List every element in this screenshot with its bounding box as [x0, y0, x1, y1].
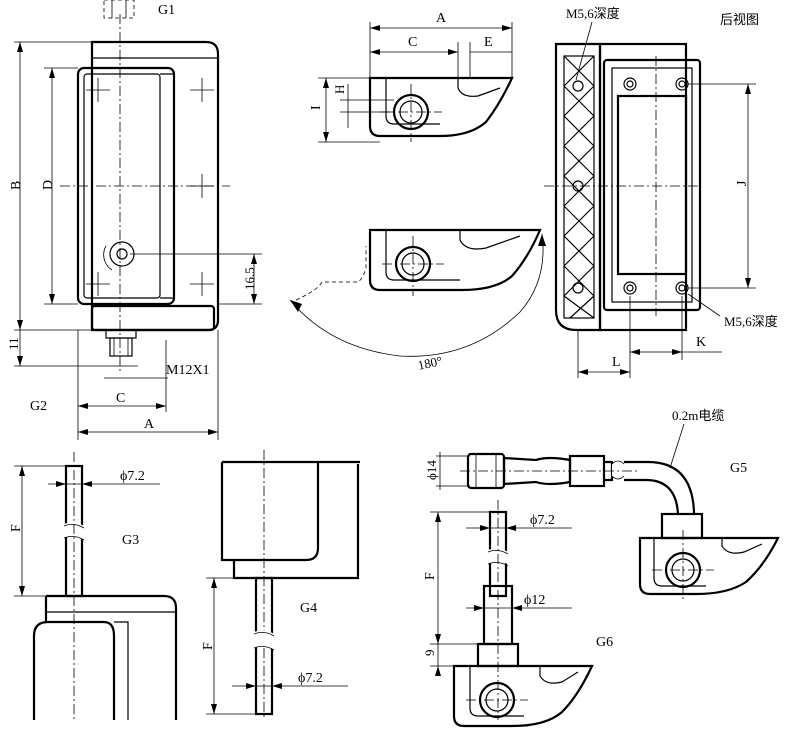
variant-g6: F ϕ7.2 ϕ12 9 G6: [422, 500, 613, 728]
dim-a-front-label: A: [144, 417, 155, 432]
dim-c-front-label: C: [116, 391, 125, 406]
side-actuator-top: [368, 76, 514, 138]
dim-k-label: K: [696, 335, 706, 350]
rear-view: 后视图 M5,6深度 J M5,6深度: [544, 6, 778, 378]
g6-actuator: [452, 664, 594, 728]
g4-label: G4: [300, 601, 317, 616]
g3-diameter: ϕ7.2: [120, 469, 145, 484]
rear-ribbed-side: [554, 42, 602, 332]
dim-16-5-label: 16.5: [242, 267, 257, 290]
g6-diameter-top: ϕ7.2: [530, 513, 555, 528]
g4-housing: [220, 462, 320, 562]
dim-c-side-label: C: [408, 35, 417, 50]
g4-diameter: ϕ7.2: [298, 671, 323, 686]
g5-label: G5: [730, 461, 747, 476]
dim-j-label: J: [735, 180, 750, 186]
dim-b-label: B: [9, 181, 24, 190]
dim-11-label: 11: [6, 337, 21, 350]
g6-dim-f: F: [423, 572, 438, 580]
g6-dim-9: 9: [422, 650, 437, 657]
g5-head: [660, 512, 704, 540]
front-view: G1 B D 16.5 11 M12X1 G2 C A: [6, 0, 262, 440]
rear-body: [598, 42, 688, 332]
g3-dim-f: F: [9, 524, 24, 532]
dim-i-label: I: [309, 105, 324, 110]
g5-actuator: [638, 536, 780, 596]
rear-window: [616, 94, 688, 276]
side-actuator-rotated: [368, 228, 542, 292]
g5-cable-label: 0.2m电缆: [672, 408, 724, 423]
g3-label: G3: [122, 533, 139, 548]
variant-g5: 0.2m电缆 ϕ14 G5: [424, 408, 780, 600]
thread-label: M12X1: [166, 363, 210, 378]
g6-diameter-mid: ϕ12: [524, 593, 545, 608]
dim-a-side-label: A: [436, 11, 447, 26]
label-g1: G1: [158, 3, 175, 18]
front-top-stub: [103, 0, 135, 19]
mount-holes: [572, 77, 689, 295]
dim-e-label: E: [484, 35, 493, 50]
g5-diameter: ϕ14: [424, 460, 439, 480]
variant-g4: F G4 ϕ7.2: [201, 450, 360, 720]
angle-label: 180°: [416, 353, 443, 373]
dim-l-label: L: [612, 355, 621, 370]
side-view: A C E I H 180°: [289, 11, 546, 373]
dim-d-label: D: [41, 180, 56, 190]
rear-view-title: 后视图: [720, 13, 759, 28]
variant-g3: F ϕ7.2 G3: [9, 452, 178, 720]
hole-label-top: M5,6深度: [566, 6, 620, 21]
dim-h-label: H: [332, 85, 347, 94]
label-g2: G2: [30, 399, 47, 414]
g4-dim-f: F: [201, 642, 216, 650]
hole-label-bottom: M5,6深度: [724, 314, 778, 329]
g6-label: G6: [596, 635, 613, 650]
g3-housing: [44, 594, 178, 720]
